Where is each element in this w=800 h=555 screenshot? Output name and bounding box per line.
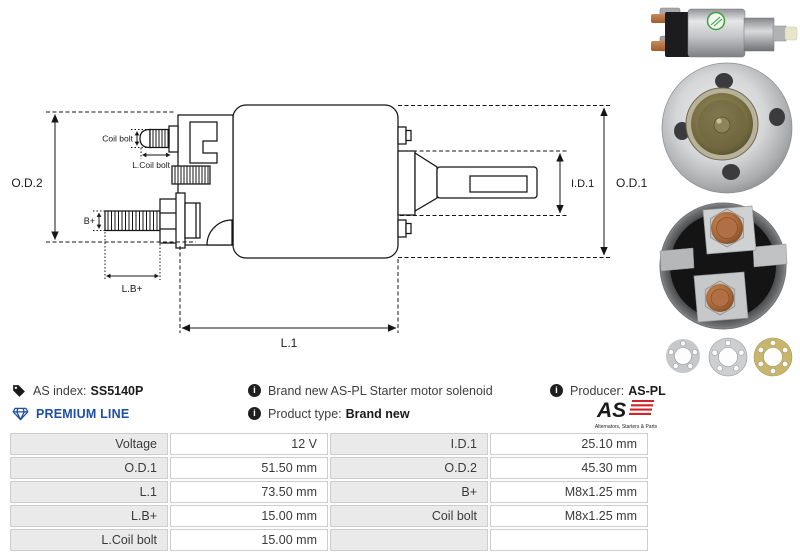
- spec-label: L.Coil bolt: [10, 529, 168, 551]
- dimension-labels: O.D.2 Coil bolt L.Coil bolt B+ L.B+ L.1 …: [11, 134, 647, 351]
- spec-value: M8x1.25 mm: [490, 505, 648, 527]
- washer-brass: [753, 337, 793, 377]
- solenoid-outline: [104, 104, 538, 259]
- spec-label: I.D.1: [330, 433, 488, 455]
- spec-label: Coil bolt: [330, 505, 488, 527]
- spec-value: 51.50 mm: [170, 457, 328, 479]
- washers: [666, 337, 793, 377]
- spec-label: [330, 529, 488, 551]
- spec-table: Voltage 12 V I.D.1 25.10 mm O.D.1 51.50 …: [10, 433, 648, 551]
- logo-subtext: Alternators, Starters & Parts: [595, 424, 658, 430]
- spec-label: Voltage: [10, 433, 168, 455]
- producer-label: Producer:: [570, 383, 625, 398]
- as-pl-logo: AS Alternators, Starters & Parts: [588, 396, 664, 432]
- info-icon: i: [550, 384, 563, 397]
- premium-line-row: PREMIUM LINE: [12, 406, 129, 421]
- od2-label: O.D.2: [11, 176, 43, 190]
- spec-label: L.1: [10, 481, 168, 503]
- photo-solenoid-side-view: [651, 7, 798, 58]
- spec-label: O.D.2: [330, 457, 488, 479]
- b-plus-label: B+: [84, 216, 95, 226]
- product-type-value: Brand new: [345, 406, 410, 421]
- producer-row: i Producer: AS-PL: [550, 383, 666, 398]
- spec-label: B+: [330, 481, 488, 503]
- spec-value: 73.50 mm: [170, 481, 328, 503]
- spec-value: 12 V: [170, 433, 328, 455]
- spec-value: M8x1.25 mm: [490, 481, 648, 503]
- spec-value: 15.00 mm: [170, 505, 328, 527]
- description-row: i Brand new AS-PL Starter motor solenoid: [248, 383, 493, 398]
- product-type-row: i Product type: Brand new: [248, 406, 410, 421]
- photo-solenoid-back-view: [659, 202, 788, 330]
- logo-stripes: [629, 399, 654, 415]
- l1-label: L.1: [281, 336, 298, 350]
- l-b-plus-label: L.B+: [122, 284, 143, 295]
- info-icon: i: [248, 384, 261, 397]
- tag-icon: [13, 384, 25, 397]
- premium-line-badge: PREMIUM LINE: [36, 406, 130, 421]
- spec-value: 15.00 mm: [170, 529, 328, 551]
- producer-value: AS-PL: [628, 383, 666, 398]
- dimension-lines: [46, 105, 612, 333]
- info-icon: i: [248, 407, 261, 420]
- as-index-label: AS index:: [33, 383, 87, 398]
- as-pl-logo-graphic: AS Alternators, Starters & Parts: [595, 399, 658, 430]
- product-type-label: Product type:: [268, 406, 342, 421]
- washer-steel: [708, 337, 748, 377]
- as-index-value: SS5140P: [90, 383, 144, 398]
- as-index-row: AS index: SS5140P: [12, 383, 143, 398]
- spec-value: [490, 529, 648, 551]
- spec-label: L.B+: [10, 505, 168, 527]
- photo-solenoid-front-view: [661, 62, 793, 194]
- product-description: Brand new AS-PL Starter motor solenoid: [268, 383, 493, 398]
- plunger-tip: [784, 26, 798, 41]
- spec-value: 45.30 mm: [490, 457, 648, 479]
- washer-steel: [666, 339, 700, 373]
- spec-value: 25.10 mm: [490, 433, 648, 455]
- copper-terminal: [651, 41, 667, 51]
- l-coil-bolt-label: L.Coil bolt: [132, 160, 170, 170]
- spec-label: O.D.1: [10, 457, 168, 479]
- logo-text: AS: [596, 399, 626, 422]
- id1-label: I.D.1: [571, 178, 594, 190]
- diamond-icon: [12, 407, 29, 420]
- coil-bolt-label: Coil bolt: [102, 134, 133, 144]
- od1-label: O.D.1: [616, 176, 648, 190]
- copper-terminal: [651, 14, 667, 23]
